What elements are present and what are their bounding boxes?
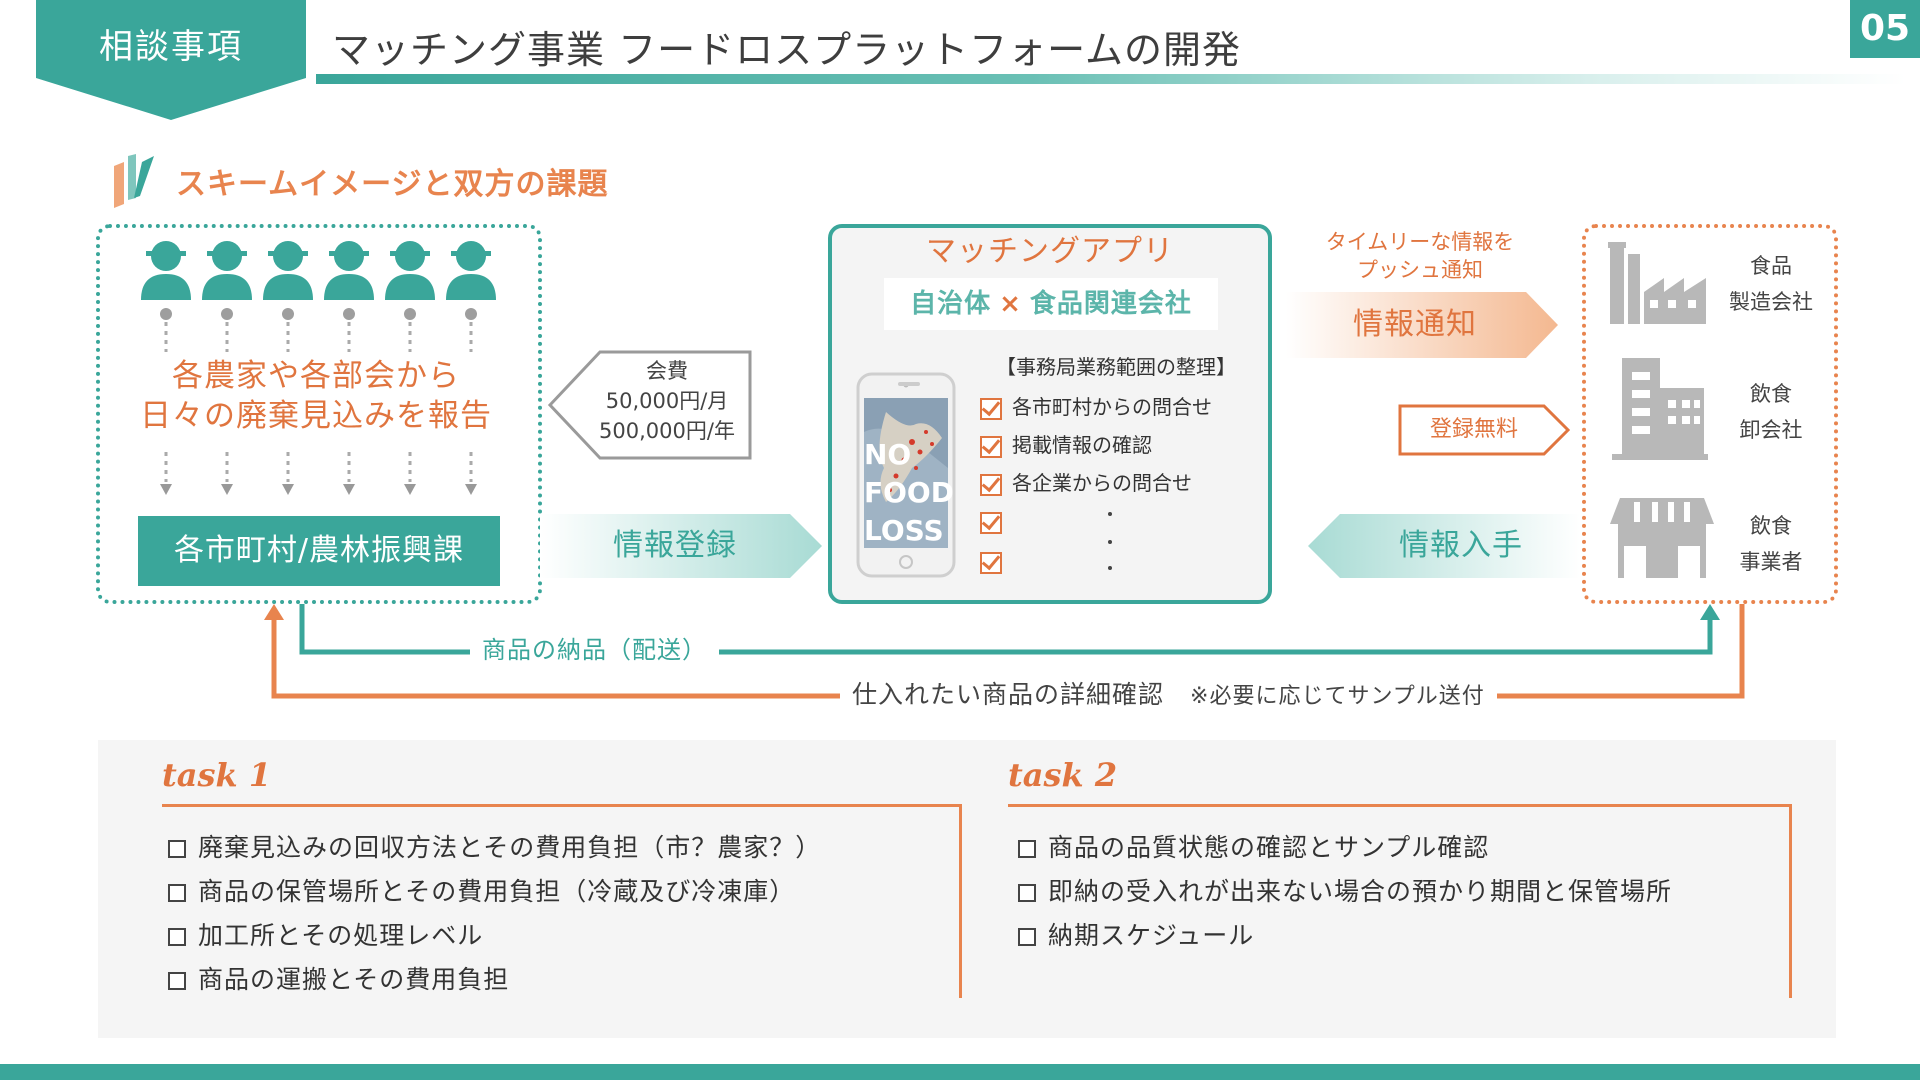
task2-item: 即納の受入れが出来ない場合の預かり期間と保管場所 (1018, 874, 1672, 910)
checkbox-empty-icon (168, 972, 186, 990)
person-icon (385, 241, 435, 300)
page-title: マッチング事業 フードロスプラットフォームの開発 (332, 28, 1241, 72)
registration-free-shape (1398, 404, 1570, 456)
delivery-label: 商品の納品（配送） (470, 632, 719, 668)
task2-item: 納期スケジュール (1018, 918, 1254, 954)
building-icon (1612, 358, 1708, 460)
registration-free-label: 登録無料 (1429, 417, 1518, 442)
no-food-loss-logo: NO FOOD LOSS (864, 436, 960, 550)
info-register-label: 情報登録 (613, 528, 737, 563)
fee-arrow-shape (548, 350, 752, 460)
company-label: 飲食 事業者 (1739, 514, 1803, 574)
membership-fee: 会費 50,000円/月 500,000円/年 (582, 356, 752, 446)
checkbox-checked-icon (980, 473, 1002, 496)
footer-bar (0, 1064, 1920, 1080)
report-line-2: 日々の廃棄見込みを報告 (140, 398, 492, 434)
checklist-item: 各市町村からの問合せ (980, 392, 1212, 422)
checklist-item (980, 546, 1012, 576)
checkbox-checked-icon (980, 397, 1002, 420)
farmers-box (96, 224, 542, 604)
checkbox-empty-icon (1018, 840, 1036, 858)
person-icon (202, 241, 252, 300)
report-line-1: 各農家や各部会から (172, 358, 460, 394)
factory-icon (1608, 242, 1706, 324)
detail-confirm-label: 仕入れたい商品の詳細確認※必要に応じてサンプル送付 (840, 676, 1497, 714)
company-label: 飲食 卸会社 (1739, 382, 1803, 442)
app-sub-left: 自治体 (910, 289, 992, 319)
tasks-panel (98, 740, 1836, 1038)
task1-item: 加工所とその処理レベル (168, 918, 483, 954)
task1-item: 商品の保管場所とその費用負担（冷蔵及び冷凍庫） (168, 874, 795, 910)
sample-note: ※必要に応じてサンプル送付 (1190, 684, 1485, 709)
fee-yearly: 500,000円/年 (599, 419, 735, 443)
task2-item: 商品の品質状態の確認とサンプル確認 (1018, 830, 1489, 866)
title-underline (316, 74, 1906, 84)
checklist-item: 各企業からの問合せ (980, 468, 1192, 498)
checkbox-checked-icon (980, 551, 1002, 574)
section-stripes-icon (114, 154, 154, 208)
fee-label: 会費 (646, 359, 688, 383)
logo-line-1: NO (864, 438, 912, 471)
store-icon (1610, 498, 1714, 578)
task1-item: 廃棄見込みの回収方法とその費用負担（市？農家？） (168, 830, 821, 866)
person-icon (446, 241, 496, 300)
push-caption-line-1: タイムリーな情報を (1325, 230, 1515, 254)
app-sub-right: 食品関連会社 (1029, 289, 1192, 319)
checkbox-checked-icon (980, 435, 1002, 458)
app-subtitle-bg (884, 278, 1218, 330)
person-icon (141, 241, 191, 300)
task2-title: task 2 (1008, 756, 1118, 794)
farmers-report-text: 各農家や各部会から 日々の廃棄見込みを報告 (120, 356, 512, 436)
info-notify-label: 情報通知 (1353, 307, 1477, 342)
task2-rule-vertical (1789, 804, 1792, 998)
checkbox-empty-icon (1018, 884, 1036, 902)
ellipsis-dot (1108, 566, 1112, 570)
checklist-item: 掲載情報の確認 (980, 430, 1152, 460)
person-icon (263, 241, 313, 300)
person-icon (324, 241, 374, 300)
checkbox-empty-icon (1018, 928, 1036, 946)
page-number: 05 (1850, 0, 1920, 58)
checklist-item (980, 506, 1012, 536)
push-notify-caption: タイムリーな情報を プッシュ通知 (1286, 228, 1554, 284)
header-tag: 相談事項 (99, 27, 243, 67)
push-caption-line-2: プッシュ通知 (1357, 258, 1483, 282)
ellipsis-dot (1108, 540, 1112, 544)
header-tag-shape (36, 0, 306, 120)
fee-monthly: 50,000円/月 (605, 389, 729, 413)
scope-title: 【事務局業務範囲の整理】 (996, 355, 1236, 379)
times-icon: × (999, 289, 1022, 319)
task1-rule-vertical (959, 804, 962, 998)
checkbox-checked-icon (980, 511, 1002, 534)
logo-line-3: LOSS (864, 514, 944, 547)
section-title: スキームイメージと双方の課題 (176, 167, 609, 202)
checkbox-empty-icon (168, 884, 186, 902)
acquire-arrow-shape (1308, 514, 1580, 578)
city-department-box: 各市町村/農林振興課 (138, 516, 500, 586)
smartphone-icon (856, 372, 956, 578)
company-label: 食品 製造会社 (1729, 254, 1813, 314)
app-title: マッチングアプリ (926, 234, 1174, 269)
food-companies-box (1582, 224, 1838, 604)
ellipsis-dot (1108, 512, 1112, 516)
task1-rule (162, 804, 962, 807)
notify-arrow-shape (1286, 292, 1558, 358)
logo-line-2: FOOD (864, 476, 954, 509)
app-subtitle: 自治体×食品関連会社 (884, 278, 1218, 330)
checkbox-empty-icon (168, 840, 186, 858)
task1-item: 商品の運搬とその費用負担 (168, 962, 509, 998)
checkbox-empty-icon (168, 928, 186, 946)
register-arrow-shape (540, 514, 822, 578)
info-acquire-label: 情報入手 (1399, 528, 1523, 563)
task1-title: task 1 (162, 756, 272, 794)
task2-rule (1008, 804, 1792, 807)
